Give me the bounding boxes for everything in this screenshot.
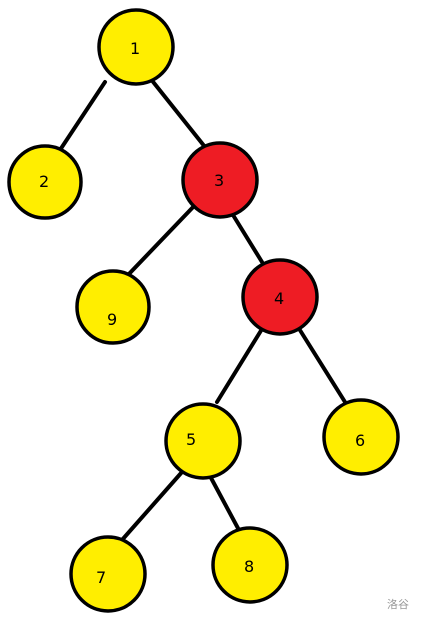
tree-node-2: 2 [7,144,83,220]
tree-node-4: 4 [241,258,319,336]
node-label-1: 1 [130,39,140,58]
tree-node-3: 3 [181,141,259,219]
tree-edges [58,76,347,542]
node-circle-1 [97,8,175,86]
node-label-6: 6 [355,431,365,450]
edge-5-7 [120,470,184,542]
tree-nodes: 1 2 3 9 4 5 6 7 8 [7,8,400,613]
tree-node-5: 5 [164,402,242,480]
edge-3-4 [231,213,264,264]
tree-node-6: 6 [322,398,400,476]
node-circle-7 [69,535,147,613]
node-label-7: 7 [96,568,106,587]
tree-node-1: 1 [97,8,175,86]
edge-4-6 [296,325,347,404]
tree-node-8: 8 [211,526,289,604]
node-label-2: 2 [39,172,49,191]
edge-1-3 [148,76,207,149]
tree-node-9: 9 [75,269,151,345]
node-circle-9 [75,269,151,345]
node-label-5: 5 [186,430,196,449]
edge-3-9 [126,202,198,277]
node-circle-4 [241,258,319,336]
watermark-text: 洛谷 [387,598,409,611]
node-circle-8 [211,526,289,604]
node-label-9: 9 [107,310,117,329]
node-circle-6 [322,398,400,476]
tree-node-7: 7 [69,535,147,613]
node-circle-2 [7,144,83,220]
edge-1-2 [58,80,107,152]
node-circle-3 [181,141,259,219]
edge-4-5 [215,327,264,404]
node-circle-5 [164,402,242,480]
node-label-3: 3 [214,171,224,190]
node-label-4: 4 [274,289,284,308]
edge-5-8 [208,474,242,534]
node-label-8: 8 [244,557,254,576]
